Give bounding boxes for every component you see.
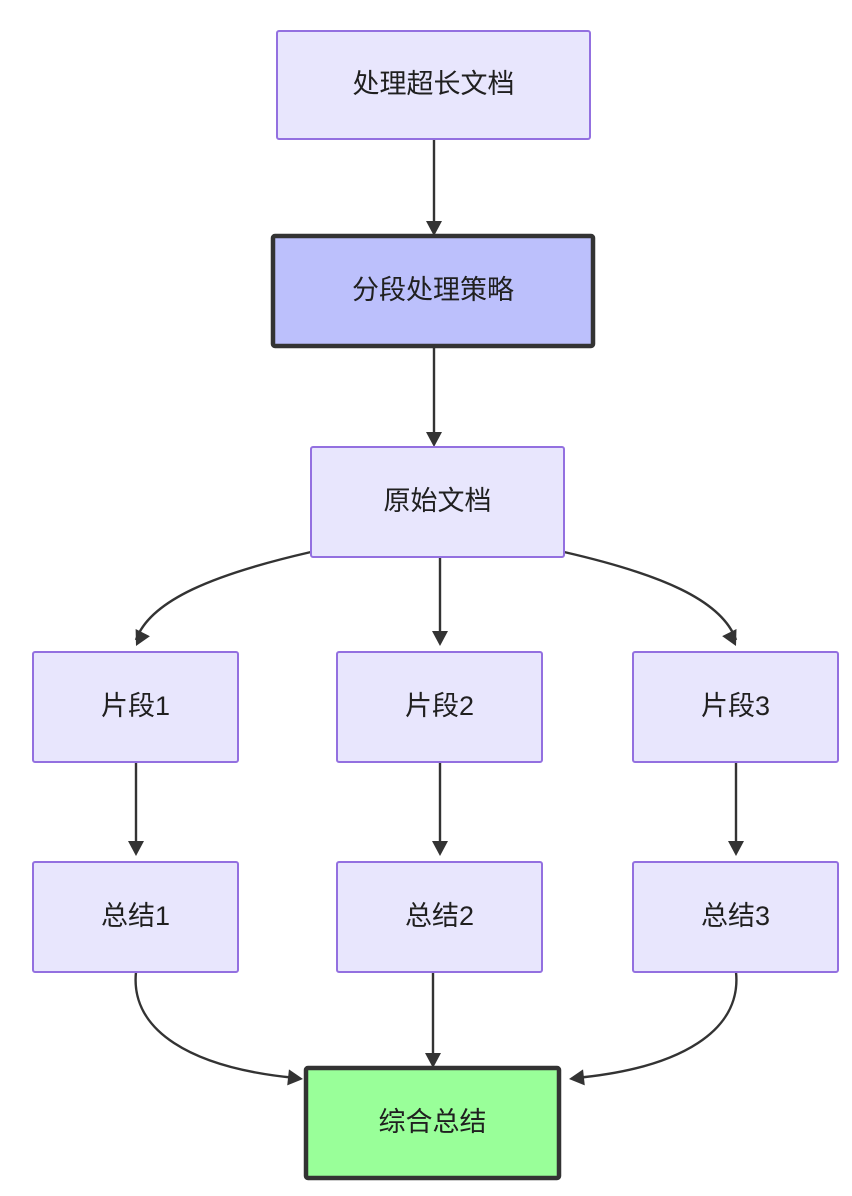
flow-node-n9[interactable]: 总结3 [632,861,839,973]
node-box[interactable] [303,1065,562,1181]
node-box[interactable] [336,651,543,763]
node-box[interactable] [336,861,543,973]
flow-node-n2[interactable]: 分段处理策略 [270,233,596,349]
edge-arrowhead [569,1069,585,1086]
node-label: 综合总结 [379,1107,487,1137]
edge-arrowhead [426,432,442,447]
edge-line [134,971,297,1080]
node-label: 总结1 [101,901,170,931]
node-box[interactable] [632,651,839,763]
edge-arrowhead [128,841,144,856]
edge-arrowhead [426,221,442,236]
flow-edge [426,348,442,447]
node-box[interactable] [270,233,596,349]
node-box[interactable] [32,651,239,763]
flow-node-n5[interactable]: 片段2 [336,651,543,763]
node-label: 分段处理策略 [352,275,514,305]
node-label: 处理超长文档 [353,69,515,99]
flow-edge [134,550,312,646]
node-label: 总结2 [405,901,474,931]
edge-line [134,550,312,641]
edge-line [563,550,738,641]
edge-line [575,971,738,1080]
edge-arrowhead [432,841,448,856]
flow-node-n7[interactable]: 总结1 [32,861,239,973]
flow-edge [728,762,744,856]
node-box[interactable] [632,861,839,973]
node-box[interactable] [310,446,565,558]
flow-node-n4[interactable]: 片段1 [32,651,239,763]
flow-edge [128,762,144,856]
node-label: 片段3 [701,691,770,721]
edge-arrowhead [287,1069,303,1086]
flow-edge [432,557,448,646]
edge-arrowhead [135,629,150,646]
flow-edge [425,972,441,1068]
edge-arrowhead [432,631,448,646]
flow-edge [432,762,448,856]
flow-node-n3[interactable]: 原始文档 [310,446,565,558]
node-label: 原始文档 [384,486,492,516]
edge-arrowhead [728,841,744,856]
flow-node-n6[interactable]: 片段3 [632,651,839,763]
flow-node-n10[interactable]: 综合总结 [303,1065,562,1181]
node-label: 总结3 [701,901,770,931]
flow-edge [569,971,738,1086]
flow-node-n8[interactable]: 总结2 [336,861,543,973]
flow-edge [426,139,442,236]
flow-edge [563,550,738,646]
node-label: 片段2 [405,691,474,721]
node-box[interactable] [276,30,591,140]
edge-arrowhead [722,629,737,646]
flow-edge [134,971,303,1086]
edge-arrowhead [425,1053,441,1068]
edge-layer [128,139,744,1086]
flow-node-n1[interactable]: 处理超长文档 [276,30,591,140]
node-box[interactable] [32,861,239,973]
node-label: 片段1 [101,691,170,721]
